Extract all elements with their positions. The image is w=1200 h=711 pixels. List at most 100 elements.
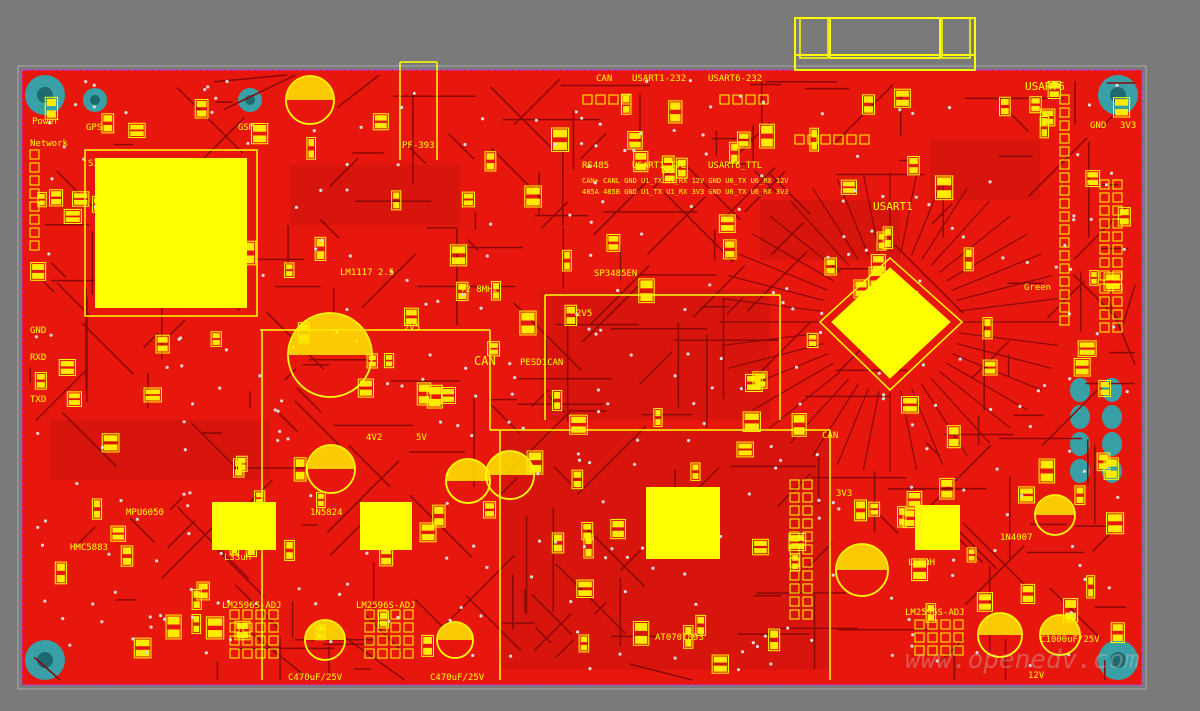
- smd-component: [120, 545, 134, 567]
- label-can-header: CAN: [596, 74, 612, 84]
- smd-component: [911, 558, 929, 582]
- via: [961, 235, 965, 239]
- via: [206, 85, 210, 89]
- via: [635, 438, 640, 442]
- header-pin: [1059, 172, 1070, 183]
- smd-component: [1047, 80, 1061, 99]
- via: [933, 403, 938, 407]
- via: [254, 601, 258, 606]
- via: [225, 79, 229, 84]
- via: [182, 420, 186, 424]
- usb-hole: [1070, 405, 1090, 429]
- via: [771, 291, 776, 295]
- trace: [726, 296, 744, 315]
- capacitor-fill: [437, 622, 473, 640]
- header-pin: [802, 596, 813, 607]
- via: [694, 602, 698, 606]
- trace: [513, 78, 561, 126]
- header-pin: [1112, 244, 1123, 255]
- via: [214, 96, 218, 100]
- smd-component: [907, 155, 920, 176]
- header-pin: [242, 648, 253, 659]
- via: [479, 306, 483, 310]
- via: [639, 232, 644, 236]
- via: [761, 100, 765, 104]
- via: [489, 222, 493, 226]
- via: [739, 387, 743, 391]
- via: [864, 248, 868, 252]
- smd-component: [205, 616, 225, 640]
- via: [471, 653, 475, 658]
- smd-component: [110, 525, 127, 542]
- smd-component: [676, 157, 688, 179]
- via: [910, 633, 915, 637]
- via: [428, 353, 432, 357]
- via: [842, 235, 846, 239]
- via: [911, 111, 915, 115]
- via: [276, 409, 280, 413]
- via: [113, 590, 117, 594]
- trace: [42, 280, 56, 294]
- mounting-hole-center: [37, 652, 53, 668]
- via: [100, 620, 104, 624]
- label-txd: TXD: [30, 395, 46, 405]
- trace: [757, 320, 812, 375]
- db9-connector: [794, 17, 976, 71]
- via: [817, 516, 821, 520]
- via: [261, 273, 265, 277]
- trace: [647, 195, 706, 255]
- header-pin: [1112, 283, 1123, 294]
- smd-component: [906, 490, 923, 509]
- via: [737, 207, 741, 211]
- mcu-fanout-trace: [738, 253, 828, 291]
- via: [36, 431, 40, 436]
- via: [1042, 383, 1047, 388]
- trace: [176, 86, 243, 154]
- header-pin: [364, 635, 375, 646]
- via: [1001, 256, 1005, 260]
- via: [472, 544, 476, 548]
- via: [962, 488, 966, 492]
- smd-component: [1074, 485, 1086, 506]
- smd-component: [683, 625, 694, 649]
- smd-component: [1018, 486, 1035, 504]
- smd-component: [1029, 96, 1042, 114]
- label-lm2596-1: LM2596S-ADJ: [222, 601, 282, 611]
- via: [1087, 103, 1092, 107]
- via: [672, 128, 676, 133]
- header-pin: [1059, 211, 1070, 222]
- header-pin: [940, 632, 951, 643]
- smd-component: [487, 341, 501, 357]
- label-can-right: CAN: [822, 431, 838, 441]
- trace: [1041, 389, 1098, 446]
- via: [1063, 243, 1067, 247]
- via: [629, 353, 633, 357]
- header-pin: [789, 479, 800, 490]
- header-pin: [29, 227, 40, 238]
- label-3v3: 3V3: [1120, 121, 1136, 131]
- via: [701, 133, 705, 137]
- header-pin: [927, 645, 938, 656]
- via: [890, 653, 894, 657]
- header-pin: [758, 94, 769, 105]
- smd-component: [419, 522, 437, 543]
- header-pin: [802, 505, 813, 516]
- header-pin: [29, 214, 40, 225]
- via: [794, 365, 799, 369]
- header-pin: [1059, 224, 1070, 235]
- via: [688, 78, 692, 83]
- via: [774, 466, 778, 470]
- mcu-fanout-trace: [752, 362, 834, 411]
- smd-component: [232, 458, 245, 478]
- via: [815, 452, 819, 457]
- trace: [964, 545, 1025, 605]
- via: [909, 485, 914, 489]
- via: [673, 374, 677, 378]
- trace: [490, 404, 520, 434]
- label-bus-can: CAN+ CANL GND U1_TX U1_RX 12V GND U6_TX …: [582, 177, 789, 185]
- mcu-fanout-trace: [939, 215, 1011, 273]
- smd-component: [632, 620, 650, 646]
- header-pin: [608, 94, 619, 105]
- header-pin: [403, 635, 414, 646]
- mcu-fanout-trace: [946, 362, 1028, 411]
